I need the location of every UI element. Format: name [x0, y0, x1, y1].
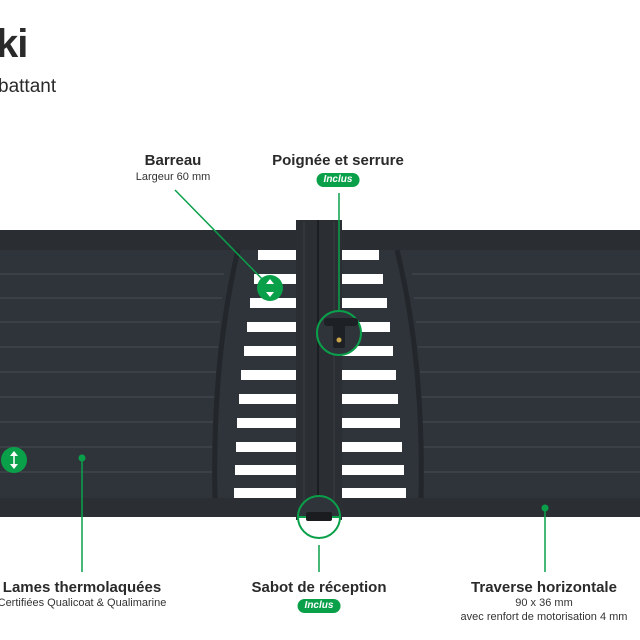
callout-traverse-detail-1: 90 x 36 mm [515, 597, 573, 609]
central-posts [296, 220, 342, 520]
callout-traverse-label: Traverse horizontale [471, 579, 617, 596]
leader-lines [78, 189, 549, 572]
bar-openings [234, 250, 406, 498]
receiving-shoe-zoom [296, 495, 342, 539]
callout-poignee-label: Poignée et serrure [272, 152, 404, 169]
product-title: ki [0, 22, 28, 66]
slat-height-marker [1, 447, 27, 473]
callout-traverse-detail-2: avec renfort de motorisation 4 mm [460, 611, 628, 623]
callout-sabot-badge: Inclus [297, 599, 341, 613]
bar-width-marker [257, 275, 283, 301]
callout-barreau-label: Barreau [144, 152, 202, 169]
callout-sabot-label: Sabot de réception [251, 579, 387, 596]
callout-lames-label: Lames thermolaquées [2, 579, 162, 596]
callout-poignee-badge: Inclus [316, 173, 360, 187]
handle-lock-zoom [316, 310, 362, 356]
callout-lames-detail: Certifiées Qualicoat & Qualimarine [0, 597, 167, 609]
product-subtitle: battant [0, 76, 57, 97]
callout-barreau-detail: Largeur 60 mm [135, 171, 211, 183]
